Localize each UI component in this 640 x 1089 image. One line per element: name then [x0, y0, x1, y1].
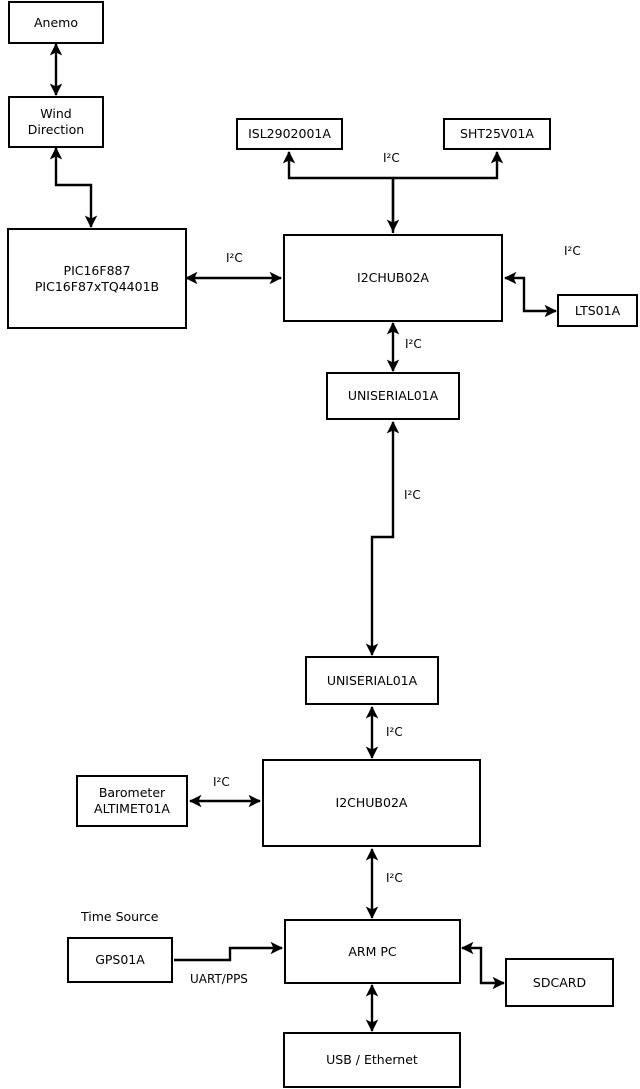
edge-hubtop-sht [393, 151, 504, 180]
node-barometer-altimet01a[interactable]: Barometer ALTIMET01A [76, 775, 188, 827]
node-wind-direction[interactable]: Wind Direction [8, 96, 104, 148]
node-barometer-altimet01a-label: Barometer ALTIMET01A [94, 785, 170, 816]
edge-unitop-unibot [365, 421, 400, 656]
node-arm-pc[interactable]: ARM PC [284, 919, 461, 984]
node-usb-ethernet-label: USB / Ethernet [326, 1052, 418, 1068]
edge-label-i2c-barometer-hub: I²C [213, 775, 230, 789]
node-uniserial01a-bottom[interactable]: UNISERIAL01A [305, 656, 439, 705]
node-sht25v01a-label: SHT25V01A [460, 126, 534, 142]
node-i2chub02a-top[interactable]: I2CHUB02A [283, 234, 503, 322]
node-sht25v01a[interactable]: SHT25V01A [443, 118, 551, 150]
edge-label-i2c-uniserial-uniserial: I²C [404, 488, 421, 502]
node-anemo-label: Anemo [34, 14, 78, 30]
node-wind-direction-label: Wind Direction [27, 106, 85, 137]
node-lts01a-label: LTS01A [574, 302, 621, 318]
node-gps01a-label: GPS01A [95, 952, 145, 968]
node-pic-mcu-label: PIC16F887 PIC16F87xTQ4401B [34, 262, 160, 294]
node-sdcard-label: SDCARD [532, 974, 587, 990]
node-arm-pc-label: ARM PC [348, 943, 397, 959]
node-gps01a[interactable]: GPS01A [67, 937, 173, 983]
edge-label-i2c-hub-armpc: I²C [386, 871, 403, 885]
edge-label-i2c-hub-lts: I²C [564, 244, 581, 258]
node-uniserial01a-bottom-label: UNISERIAL01A [326, 672, 418, 688]
node-isl2902001a[interactable]: ISL2902001A [236, 118, 343, 150]
node-i2chub02a-bottom[interactable]: I2CHUB02A [262, 759, 481, 847]
node-lts01a[interactable]: LTS01A [557, 294, 638, 327]
edge-wind-pic [49, 147, 98, 228]
node-anemo[interactable]: Anemo [8, 1, 104, 44]
edge-hubtop-isl [282, 151, 395, 233]
node-i2chub02a-bottom-label: I2CHUB02A [335, 795, 408, 811]
node-sdcard[interactable]: SDCARD [505, 958, 614, 1007]
edge-hubtop-lts [504, 271, 557, 318]
edge-armpc-sdcard [461, 941, 505, 990]
edge-gps-armpc [174, 941, 283, 962]
node-uniserial01a-top[interactable]: UNISERIAL01A [326, 372, 460, 420]
edge-label-i2c-top-bus: I²C [383, 151, 400, 165]
node-usb-ethernet[interactable]: USB / Ethernet [283, 1032, 461, 1088]
node-pic-mcu[interactable]: PIC16F887 PIC16F87xTQ4401B [7, 228, 187, 329]
edge-label-i2c-uniserial-hub: I²C [386, 725, 403, 739]
node-i2chub02a-top-label: I2CHUB02A [357, 270, 429, 286]
edge-label-uart-pps: UART/PPS [190, 972, 248, 986]
edge-label-i2c-pic-hub: I²C [226, 251, 243, 265]
node-uniserial01a-top-label: UNISERIAL01A [347, 388, 439, 404]
edge-label-i2c-hub-uniserial: I²C [405, 337, 422, 351]
node-isl2902001a-label: ISL2902001A [248, 126, 331, 142]
label-time-source: Time Source [81, 909, 159, 924]
